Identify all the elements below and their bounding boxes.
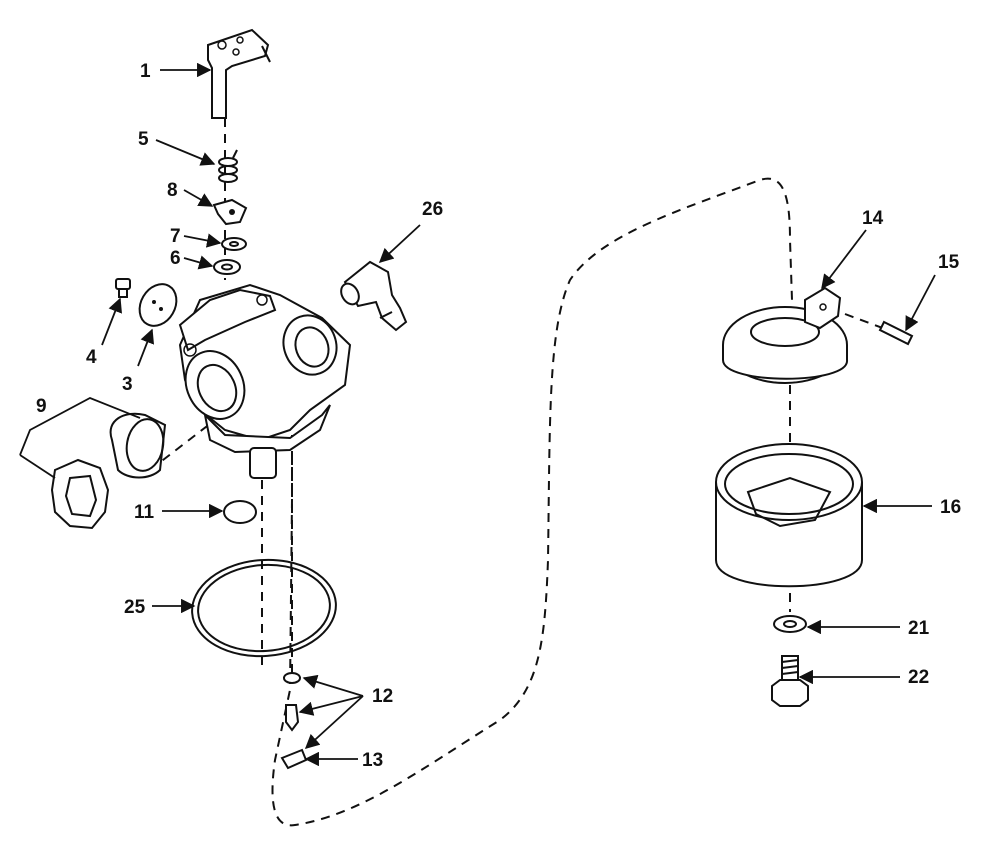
callout-14: 14 [862, 208, 884, 229]
assembly-route-line [271, 177, 793, 827]
callout-7: 7 [170, 226, 181, 247]
part-13-needle-clip [280, 748, 308, 770]
axis-primer [149, 419, 216, 471]
callout-12: 12 [372, 686, 393, 707]
callout-13: 13 [362, 750, 383, 771]
callout-1: 1 [140, 61, 151, 82]
part-25-bowl-gasket [191, 558, 337, 658]
part-9-primer-assembly [50, 412, 167, 530]
callout-16: 16 [940, 497, 961, 518]
part-9-bracket [19, 397, 141, 456]
part-14-float [722, 286, 849, 384]
callout-25: 25 [124, 597, 146, 618]
part-15-float-pin [878, 320, 914, 346]
callout-6: 6 [170, 248, 181, 269]
callout-3: 3 [122, 374, 133, 395]
carburetor-body [178, 283, 352, 479]
callout-15: 15 [938, 252, 960, 273]
part-6-seal [213, 259, 241, 275]
callout-26: 26 [422, 199, 443, 220]
leader-lines [101, 62, 936, 767]
part-11-welch-plug [223, 500, 257, 524]
part-26-fuel-elbow [340, 260, 408, 332]
part-1-throttle-shaft [207, 28, 271, 119]
part-8-throttle-clip [212, 198, 248, 226]
part-22-bowl-nut [771, 655, 809, 707]
callout-22: 22 [908, 667, 929, 688]
callout-8: 8 [167, 180, 178, 201]
callout-11: 11 [134, 502, 155, 523]
part-16-float-bowl [715, 443, 863, 588]
callout-21: 21 [908, 618, 930, 639]
callout-4: 4 [86, 347, 97, 368]
part-12-inlet-needle-set [283, 672, 301, 732]
part-21-bowl-washer [773, 615, 807, 633]
part-7-washer [221, 237, 247, 251]
part-5-spring [218, 149, 238, 183]
callout-9: 9 [36, 396, 47, 417]
part-3-throttle-plate [138, 283, 178, 327]
part-4-throttle-screw [115, 278, 131, 298]
callout-5: 5 [138, 129, 149, 150]
